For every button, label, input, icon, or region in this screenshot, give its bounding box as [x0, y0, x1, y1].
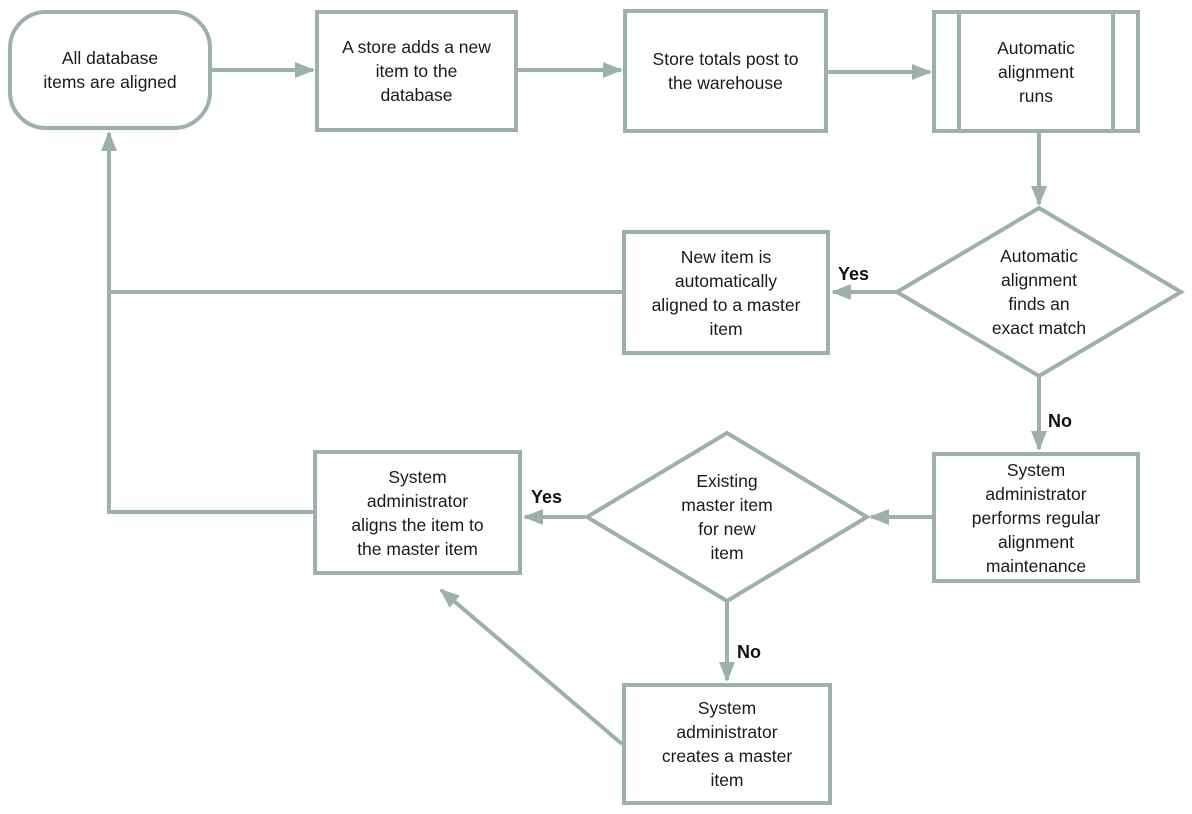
edge-admin-aligns-return-to-all-aligned: [101, 131, 313, 514]
node-process-admin-creates: [622, 683, 832, 805]
node-process-totals-post: [623, 9, 828, 133]
node-process-admin-aligns: [313, 450, 522, 575]
node-terminator-all-aligned: [8, 10, 212, 130]
node-process-store-adds: [315, 10, 518, 132]
node-process-maintenance: [932, 452, 1140, 583]
edge-admin-creates-to-admin-aligns: [439, 588, 624, 746]
node-predefined-alignment-runs: [932, 10, 1140, 133]
node-decision-existing-master: [583, 430, 871, 604]
node-process-auto-aligned: [622, 230, 830, 355]
node-decision-exact-match: [893, 205, 1185, 379]
